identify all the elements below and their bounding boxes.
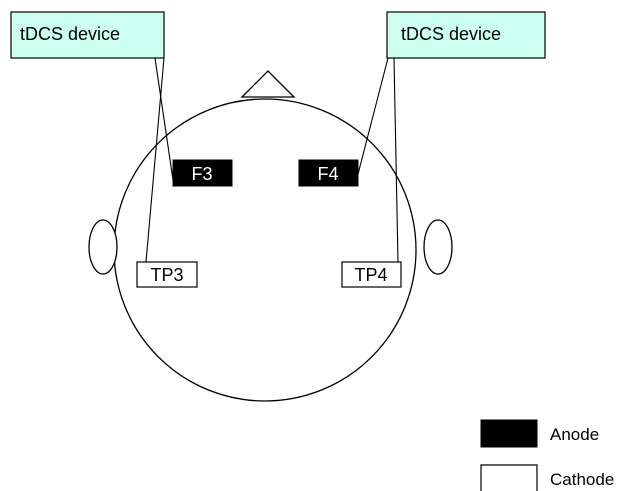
electrode-label: TP4 bbox=[354, 265, 387, 285]
legend-item-anode: Anode bbox=[481, 420, 599, 447]
legend-label-anode: Anode bbox=[550, 425, 599, 444]
device-label: tDCS device bbox=[401, 24, 501, 44]
legend: Anode Cathode bbox=[481, 420, 614, 491]
legend-swatch-anode bbox=[481, 420, 537, 447]
device-label: tDCS device bbox=[20, 24, 120, 44]
wire-left-device-to-tp3 bbox=[146, 58, 164, 262]
electrode-f3: F3 bbox=[173, 160, 232, 186]
legend-item-cathode: Cathode bbox=[481, 465, 614, 491]
right-ear bbox=[424, 220, 452, 274]
electrode-f4: F4 bbox=[299, 160, 358, 186]
tdcs-device-left: tDCS device bbox=[11, 12, 164, 58]
legend-swatch-cathode bbox=[481, 465, 537, 491]
electrode-label: TP3 bbox=[150, 265, 183, 285]
wire-right-device-to-tp4 bbox=[394, 58, 398, 262]
wire-left-device-to-f3 bbox=[155, 58, 173, 180]
electrode-label: F4 bbox=[317, 164, 338, 184]
electrode-label: F3 bbox=[191, 164, 212, 184]
wire-right-device-to-f4 bbox=[357, 58, 388, 178]
nose-icon bbox=[242, 71, 294, 97]
left-ear bbox=[89, 220, 117, 274]
head-outline bbox=[114, 99, 416, 401]
electrode-tp4: TP4 bbox=[342, 262, 401, 287]
tdcs-device-right: tDCS device bbox=[387, 12, 545, 58]
electrode-tp3: TP3 bbox=[137, 262, 197, 287]
legend-label-cathode: Cathode bbox=[550, 470, 614, 489]
